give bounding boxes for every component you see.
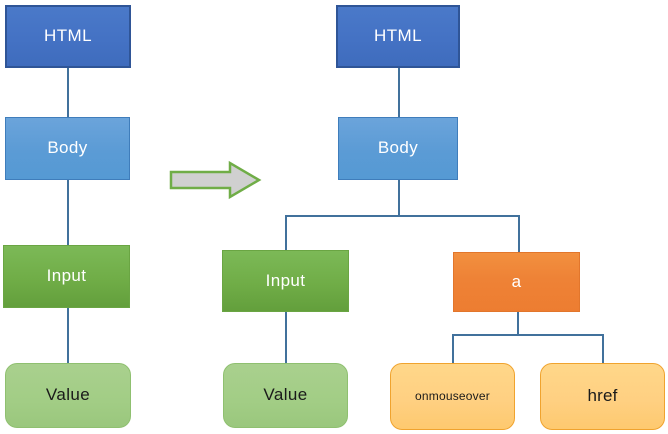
- node-label: Input: [265, 270, 306, 290]
- transition-arrow-icon: [169, 160, 262, 200]
- edge-left-html-to-body: [67, 68, 69, 117]
- node-right-html[interactable]: HTML: [336, 5, 460, 68]
- node-label: href: [587, 386, 618, 406]
- node-left-value[interactable]: Value: [5, 363, 131, 428]
- edge-right-a-to-split: [517, 312, 519, 335]
- node-left-html[interactable]: HTML: [5, 5, 131, 68]
- node-label: Value: [45, 385, 91, 405]
- edge-right-html-to-body: [398, 68, 400, 117]
- node-label: Input: [46, 266, 87, 286]
- node-label: HTML: [374, 26, 422, 46]
- node-right-input[interactable]: Input: [222, 250, 349, 312]
- edge-right-split-to-input: [285, 215, 287, 251]
- node-right-onmouseover[interactable]: onmouseover: [390, 363, 515, 430]
- edge-right-input-to-value: [285, 312, 287, 363]
- edge-right-body-to-split: [398, 180, 400, 216]
- edge-right-split-to-a: [518, 215, 520, 253]
- node-label: HTML: [44, 26, 92, 46]
- edge-right-split-to-href: [602, 334, 604, 363]
- edge-left-input-to-value: [67, 308, 69, 363]
- node-right-value[interactable]: Value: [223, 363, 348, 428]
- edge-right-split-to-onmouseover: [452, 334, 454, 363]
- node-right-body[interactable]: Body: [338, 117, 458, 180]
- node-label: a: [511, 271, 522, 291]
- node-label: Value: [263, 385, 308, 405]
- edge-right-split-bar: [285, 215, 519, 217]
- node-right-a[interactable]: a: [453, 252, 580, 312]
- edge-left-body-to-input: [67, 180, 69, 245]
- edge-right-attr-split-bar: [452, 334, 603, 336]
- node-label: onmouseover: [415, 388, 490, 403]
- node-left-body[interactable]: Body: [5, 117, 130, 180]
- node-left-input[interactable]: Input: [3, 245, 130, 308]
- node-label: Body: [377, 138, 419, 158]
- node-right-href[interactable]: href: [540, 363, 665, 430]
- node-label: Body: [47, 138, 88, 158]
